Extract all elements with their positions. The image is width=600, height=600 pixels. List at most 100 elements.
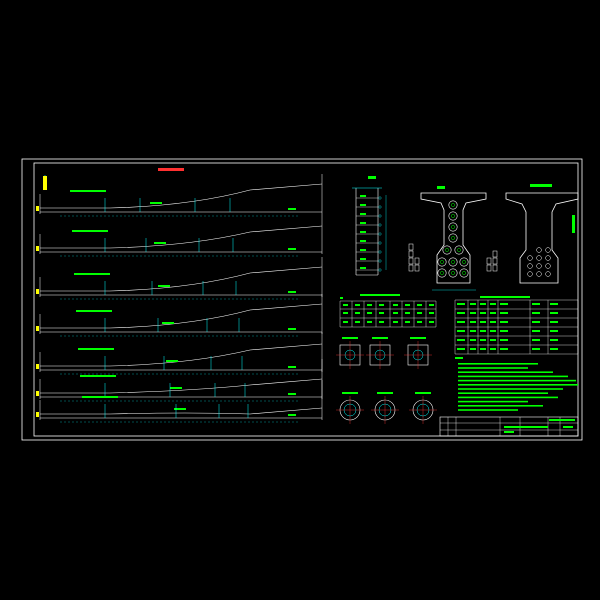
detail-label [342,392,358,394]
notes-heading [455,357,463,359]
note-line [458,409,518,411]
note-line [458,367,528,369]
profile-label [174,408,186,410]
rebar-label [360,258,366,260]
note-line [458,363,538,365]
anchor-detail-icon [409,392,437,424]
tendon-curve [40,225,323,249]
table-cell [379,304,384,306]
rebar-label [360,249,366,251]
rebar-label [360,222,366,224]
table-cell [417,321,422,323]
tendon-profile-row [36,294,323,337]
profile-label [288,248,296,250]
table-cell [367,321,372,323]
rebar-dot [378,205,382,209]
detail-label [410,337,426,339]
table-cell [405,321,410,323]
table-cell [367,304,372,306]
end-duct [536,247,542,253]
profile-label [158,285,170,287]
table-cell [500,330,508,332]
table-cell [490,348,496,350]
tendon-profile-row [36,174,323,217]
table-cell [343,304,348,306]
table-cell [500,303,508,305]
end-duct [536,271,542,277]
table-cell [343,312,348,314]
table-cell [457,330,465,332]
table-cell [417,304,422,306]
detail-label [377,392,393,394]
table-cell [457,321,465,323]
duct-circle [454,245,464,255]
notes-block [455,357,578,411]
detail-label [372,337,388,339]
duct-core [451,236,455,240]
duct-core [451,203,455,207]
table-cell [470,330,476,332]
end-duct [545,263,551,269]
note-line [458,405,543,407]
rebar-label [360,231,366,233]
note-line [458,371,553,373]
profile-label [150,202,162,204]
duct-circle [459,257,469,267]
tendon-profile-row [36,359,323,402]
table-cell [490,330,496,332]
table-cell [393,321,398,323]
duct-circle [459,268,469,278]
elevation-title [158,168,184,171]
anchor-details [336,337,437,424]
anchor-detail-icon [366,337,394,369]
end-duct [527,271,533,277]
table-cell [429,304,434,306]
table-cell [500,321,508,323]
table-cell [532,330,540,332]
table-cell [457,348,465,350]
table-cell [550,348,558,350]
note-line [458,392,548,394]
table-cell [480,339,486,341]
table-cell [480,312,486,314]
tendon-curve [40,343,323,367]
table-cell [379,312,384,314]
end-cross-section [505,184,579,284]
detail-label [415,392,431,394]
table-cell [490,303,496,305]
table-cell [429,312,434,314]
tendon-curve [40,266,323,292]
inner-frame [33,162,579,437]
table-cell [457,303,465,305]
table-cell [470,321,476,323]
table-cell [550,339,558,341]
axis-marker [36,391,39,396]
table-cell [405,312,410,314]
table-cell [457,339,465,341]
table-cell [470,348,476,350]
duct-circle [448,268,458,278]
material-table-1 [339,294,437,328]
anchor-block-stack-2 [486,250,498,272]
cross-section-icon [437,200,469,278]
profile-label [288,393,296,395]
note-line [458,375,568,378]
table-cell [393,304,398,306]
axis-marker [36,412,39,417]
table-cell [393,312,398,314]
end-duct [545,271,551,277]
table-cell [532,348,540,350]
anchor-detail-icon [336,337,364,369]
table-cell [550,321,558,323]
end-duct [536,263,542,269]
table-cell [490,321,496,323]
table-cell [500,339,508,341]
note-line [458,384,578,386]
tendon-curve [40,378,323,394]
axis-marker [36,364,39,369]
table-cell [470,303,476,305]
note-line [458,379,576,382]
rebar-label [360,240,366,242]
anchor-detail-icon [371,392,399,424]
